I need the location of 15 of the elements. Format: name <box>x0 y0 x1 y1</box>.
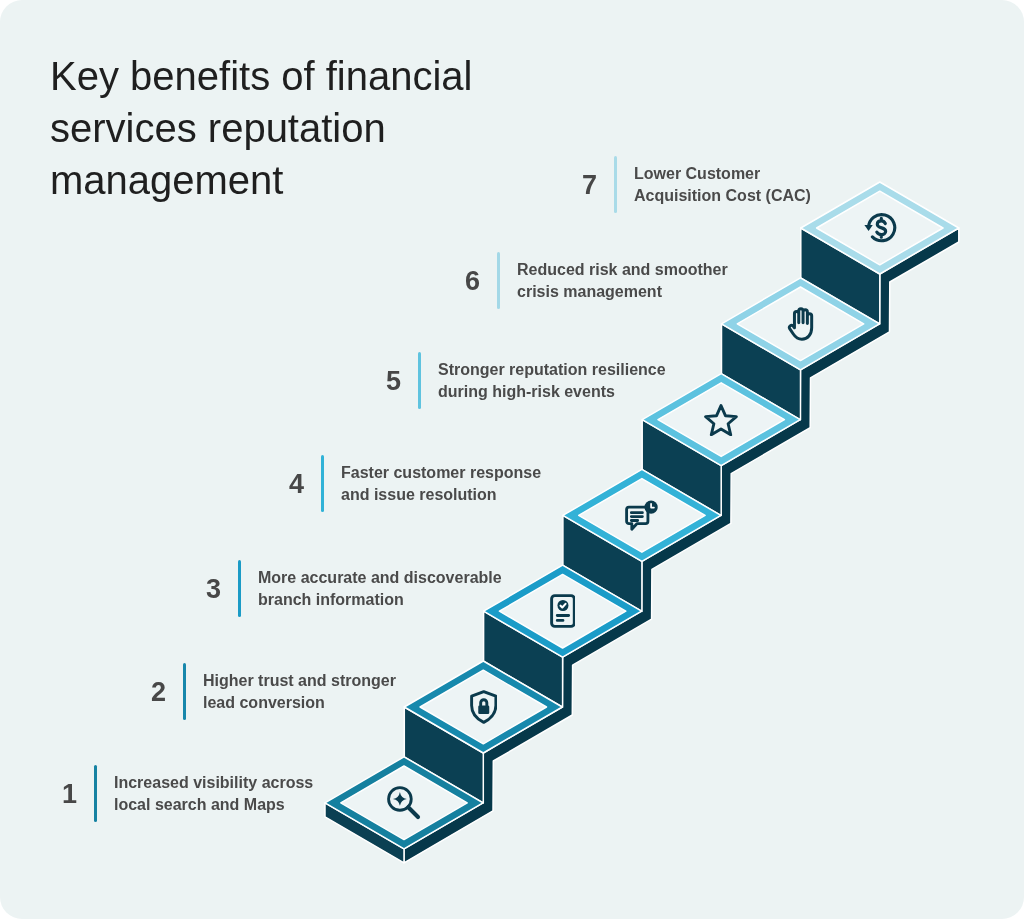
benefit-text: Faster customer response and issue resolution <box>341 462 543 505</box>
benefit-text: Increased visibility across local search and Maps <box>114 772 315 815</box>
title: Key benefits of financial services reputation management <box>50 53 474 204</box>
benefit-text: Higher trust and stronger lead conversion <box>203 670 397 713</box>
step-number: 3 <box>205 573 221 604</box>
step-number: 6 <box>464 265 480 296</box>
benefit-text: More accurate and discoverable branch information <box>258 567 503 610</box>
benefit-text: Lower Customer Acquisition Cost (CAC) <box>634 163 812 206</box>
step-number: 5 <box>385 365 401 396</box>
step-number: 7 <box>581 169 597 200</box>
benefit-text: Stronger reputation resilience during high-risk events <box>438 359 667 402</box>
benefit-text: Reduced risk and smoother crisis management <box>517 259 729 302</box>
step-number: 1 <box>61 778 77 809</box>
step-number: 4 <box>288 468 304 499</box>
step-number: 2 <box>150 676 166 707</box>
